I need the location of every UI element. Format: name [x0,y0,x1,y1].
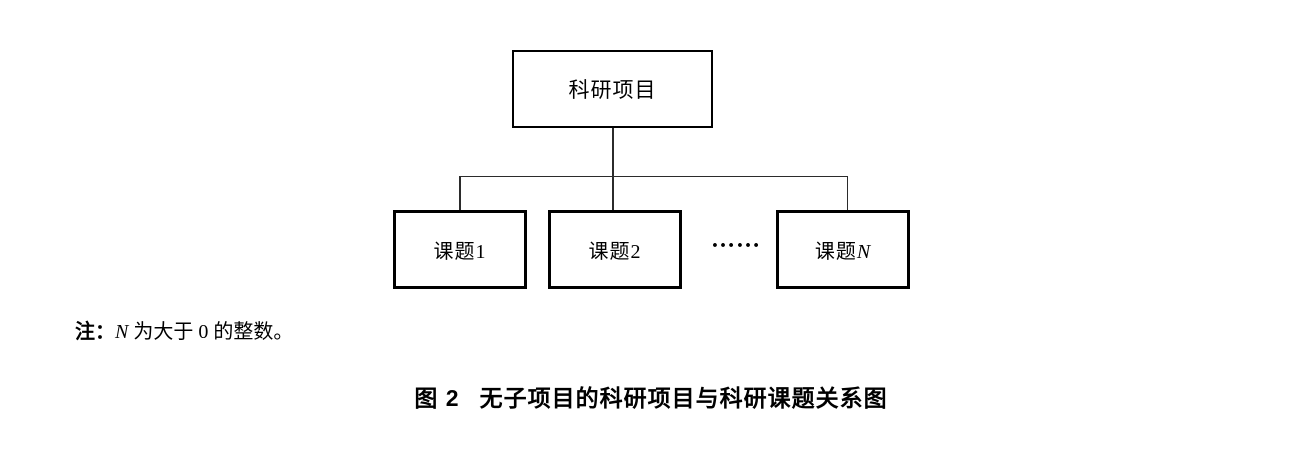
note-text: 为大于 0 的整数。 [128,321,294,343]
connector-horizontal-bar [459,175,848,177]
figure-note: 注：N 为大于 0 的整数。 [75,319,293,345]
connector-drop-left [459,176,461,211]
connector-drop-center [612,176,614,211]
note-variable: N [115,321,129,343]
node-topic-1-label: 课题1 [433,241,487,263]
ellipsis-dots: …… [711,226,761,253]
node-research-project: 科研项目 [512,50,713,128]
node-topic-n-label: 课题N [814,241,872,263]
node-topic-2-label: 课题2 [588,241,642,263]
node-topic-n: 课题N [776,210,910,289]
note-prefix: 注： [75,321,115,343]
node-topic-2: 课题2 [548,210,682,289]
node-research-project-label: 科研项目 [568,78,657,102]
figure-caption-title: 无子项目的科研项目与科研课题关系图 [479,385,888,411]
figure-caption-number: 图 2 [414,385,460,411]
connector-drop-right [846,176,848,211]
figure-caption: 图 2 无子项目的科研项目与科研课题关系图 [0,379,1302,413]
connector-stem-vertical [612,128,614,176]
node-topic-1: 课题1 [393,210,527,289]
